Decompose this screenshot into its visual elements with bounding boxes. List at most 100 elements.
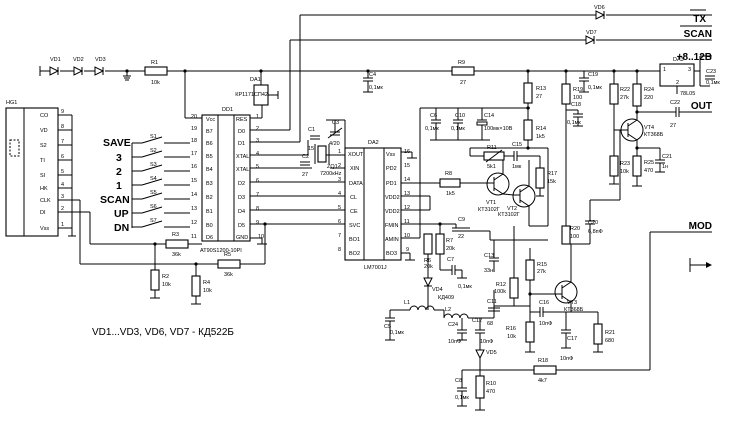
- svg-text:SVC: SVC: [349, 223, 360, 229]
- svg-text:D6: D6: [206, 235, 213, 241]
- capacitor-c6: C6 0,1мк: [425, 108, 441, 140]
- capacitor-c1: C1 15: [308, 127, 320, 152]
- svg-text:C5: C5: [384, 324, 391, 330]
- svg-text:R22: R22: [620, 87, 630, 93]
- svg-text:18: 18: [191, 138, 197, 144]
- capacitor-c10: C10 0,1мк: [451, 108, 465, 140]
- svg-text:R23: R23: [620, 161, 630, 167]
- svg-text:VD: VD: [40, 128, 48, 134]
- resistor-r1: R1 10k: [144, 60, 168, 86]
- svg-text:8: 8: [61, 124, 64, 130]
- diode-vd6-label: VD6: [594, 5, 605, 11]
- svg-text:R17: R17: [547, 171, 557, 177]
- resistor-r21: R21 680: [593, 323, 615, 345]
- svg-text:C11: C11: [487, 299, 497, 305]
- svg-text:0,1мк: 0,1мк: [588, 85, 602, 91]
- svg-text:R11: R11: [487, 145, 497, 151]
- diode-vd7: VD7: [585, 30, 597, 45]
- svg-text:3: 3: [688, 67, 691, 73]
- svg-text:10пФ: 10пФ: [480, 339, 493, 345]
- svg-text:3: 3: [338, 177, 341, 183]
- svg-text:D0: D0: [238, 129, 245, 135]
- svg-text:R9: R9: [458, 60, 465, 66]
- diode-vd3-label: VD3: [95, 57, 106, 63]
- dd1-part: AT90S1200-10PI: [200, 248, 242, 254]
- svg-text:0,1мк: 0,1мк: [369, 85, 383, 91]
- diode-vd5: VD5: [475, 349, 497, 360]
- svg-text:12: 12: [191, 220, 197, 226]
- btn-dn-label: DN: [114, 222, 129, 234]
- svg-text:C21: C21: [662, 154, 672, 160]
- svg-text:0,1мк: 0,1мк: [390, 330, 404, 336]
- da3-regulator: DA3 78L05 1 3 2: [659, 57, 695, 97]
- resistor-r2: R2 10k: [150, 269, 171, 291]
- svg-text:4/20: 4/20: [329, 141, 340, 147]
- svg-text:9: 9: [61, 109, 64, 115]
- transistor-vt1: VT1 КТ3102Г: [478, 172, 510, 213]
- svg-text:15: 15: [404, 163, 410, 169]
- svg-text:B5: B5: [206, 154, 213, 160]
- svg-text:R2: R2: [162, 274, 169, 280]
- capacitor-c9: C9 22: [452, 217, 470, 240]
- svg-text:3: 3: [256, 138, 259, 144]
- svg-text:SI: SI: [40, 173, 46, 179]
- svg-text:КТ3102Г: КТ3102Г: [498, 212, 520, 218]
- svg-text:КТ3102Г: КТ3102Г: [478, 207, 500, 213]
- svg-text:C23: C23: [706, 69, 716, 75]
- svg-text:16: 16: [191, 164, 197, 170]
- svg-text:C15: C15: [512, 142, 522, 148]
- svg-text:68: 68: [487, 321, 493, 327]
- svg-text:0,1мк: 0,1мк: [451, 126, 465, 132]
- svg-text:9: 9: [406, 247, 409, 253]
- diode-vd1: VD1: [49, 57, 61, 76]
- svg-text:1k5: 1k5: [536, 134, 545, 140]
- resistor-r25: R25 470: [632, 155, 654, 177]
- btn-1-label: 1: [116, 180, 122, 192]
- svg-text:1k5: 1k5: [446, 191, 455, 197]
- svg-text:27k: 27k: [620, 95, 629, 101]
- svg-text:14: 14: [404, 177, 410, 183]
- svg-text:VD5: VD5: [486, 350, 497, 356]
- svg-text:CO: CO: [40, 113, 49, 119]
- svg-text:8: 8: [256, 206, 259, 212]
- svg-text:20k: 20k: [446, 246, 455, 252]
- svg-text:R25: R25: [644, 160, 654, 166]
- svg-text:27: 27: [670, 123, 676, 129]
- btn-2-label: 2: [116, 166, 122, 178]
- svg-text:17: 17: [191, 151, 197, 157]
- svg-text:1: 1: [338, 149, 341, 155]
- svg-text:D5: D5: [238, 223, 245, 229]
- da2-pll: DA2 LM7001J XOUT XIN DATA CL CE SVC BO1 …: [338, 140, 410, 271]
- transistor-vt2: VT2 КТ3102Г: [498, 184, 536, 218]
- svg-text:S2: S2: [40, 143, 47, 149]
- svg-text:470: 470: [486, 389, 495, 395]
- svg-text:TI: TI: [40, 158, 45, 164]
- svg-text:5k1: 5k1: [487, 164, 496, 170]
- svg-text:C17: C17: [567, 336, 577, 342]
- svg-text:CL: CL: [350, 195, 357, 201]
- svg-text:10k: 10k: [203, 288, 212, 294]
- svg-text:1: 1: [61, 222, 64, 228]
- crystal-zq1: ZQ1 7200кHz: [314, 144, 342, 177]
- scan-signal-label: SCAN: [684, 29, 712, 40]
- svg-text:C8: C8: [455, 378, 462, 384]
- svg-text:VD4: VD4: [432, 287, 443, 293]
- svg-text:10k: 10k: [620, 169, 629, 175]
- svg-text:VT4: VT4: [644, 125, 654, 131]
- da1-supervisor: DA1 КР1171СП42: [235, 69, 279, 106]
- capacitor-c24: C24 10пФ: [448, 322, 467, 345]
- resistor-r22: R22 27k: [609, 83, 630, 105]
- svg-text:C12: C12: [472, 318, 482, 324]
- btn-scan-label: SCAN: [100, 194, 130, 206]
- svg-text:20: 20: [191, 114, 197, 120]
- diode-vd1-label: VD1: [50, 57, 61, 63]
- svg-text:C13: C13: [484, 253, 494, 259]
- svg-text:C9: C9: [458, 217, 465, 223]
- svg-text:6: 6: [256, 178, 259, 184]
- top-rail: [39, 66, 452, 81]
- svg-text:680: 680: [605, 338, 614, 344]
- svg-text:1н: 1н: [662, 164, 668, 170]
- resistor-r4: R4 10k: [191, 275, 212, 297]
- power-signal-label: +8..12B: [677, 52, 712, 63]
- svg-text:C3: C3: [332, 120, 339, 126]
